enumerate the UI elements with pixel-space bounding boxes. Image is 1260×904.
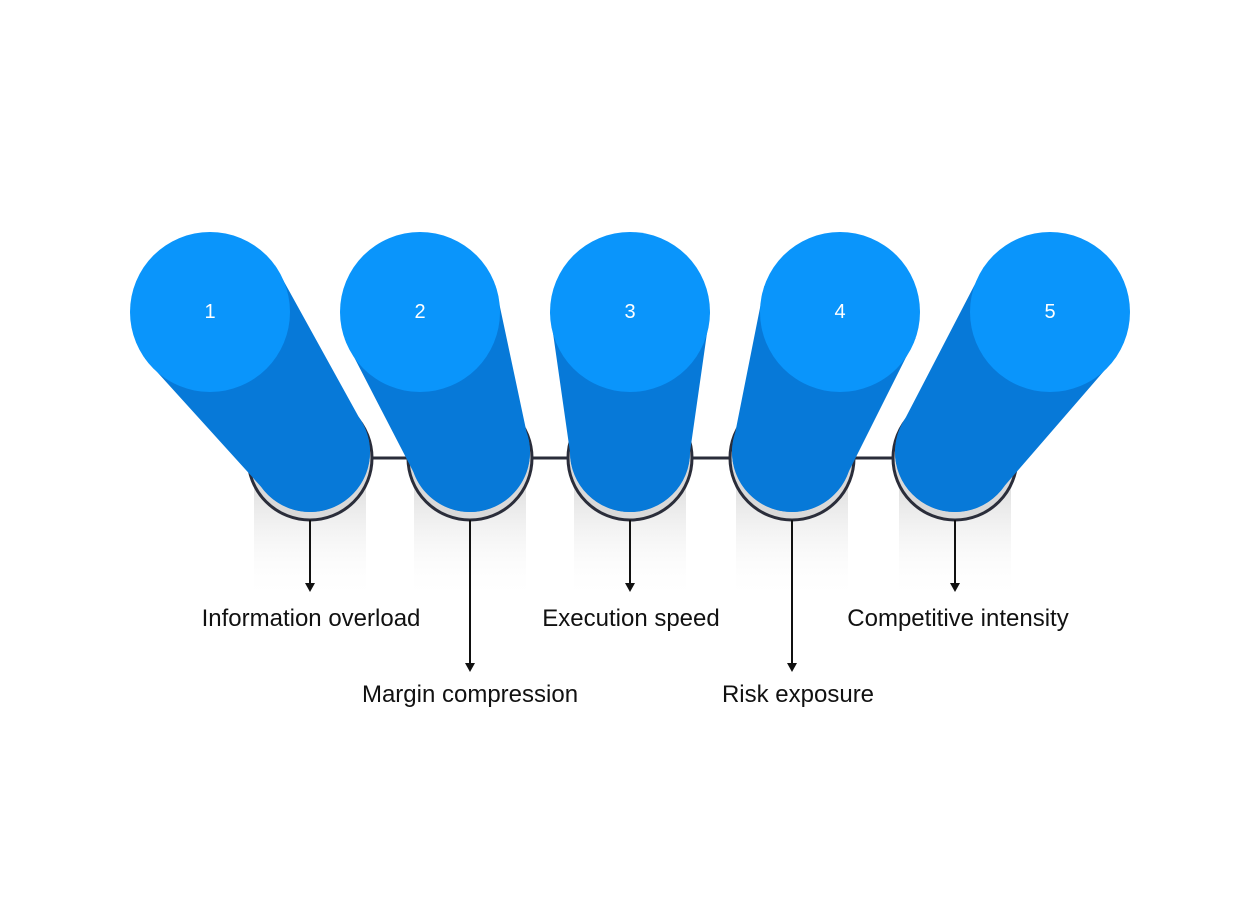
label-5: Competitive intensity	[847, 605, 1068, 632]
label-4: Risk exposure	[722, 681, 874, 708]
label-3: Execution speed	[542, 605, 719, 632]
cylinder-top-5	[970, 232, 1130, 392]
cylinder-number-1: 1	[204, 301, 215, 323]
arrow-head-3	[625, 583, 635, 592]
arrow-head-5	[950, 583, 960, 592]
cylinder-top-2	[340, 232, 500, 392]
arrow-head-4	[787, 663, 797, 672]
cylinder-top-4	[760, 232, 920, 392]
arrow-head-1	[305, 583, 315, 592]
label-1: Information overload	[202, 605, 421, 632]
arrow-head-2	[465, 663, 475, 672]
cylinder-top-3	[550, 232, 710, 392]
cylinder-number-4: 4	[834, 301, 845, 323]
cylinder-3: 3	[550, 232, 710, 512]
cylinder-1: 1	[130, 232, 371, 512]
cylinder-4: 4	[732, 232, 920, 512]
cylinder-number-2: 2	[414, 301, 425, 323]
label-2: Margin compression	[362, 681, 578, 708]
cylinder-top-1	[130, 232, 290, 392]
cylinder-number-5: 5	[1044, 301, 1055, 323]
cylinder-2: 2	[340, 232, 530, 513]
cylinder-5: 5	[894, 232, 1130, 512]
cylinder-number-3: 3	[624, 301, 635, 323]
